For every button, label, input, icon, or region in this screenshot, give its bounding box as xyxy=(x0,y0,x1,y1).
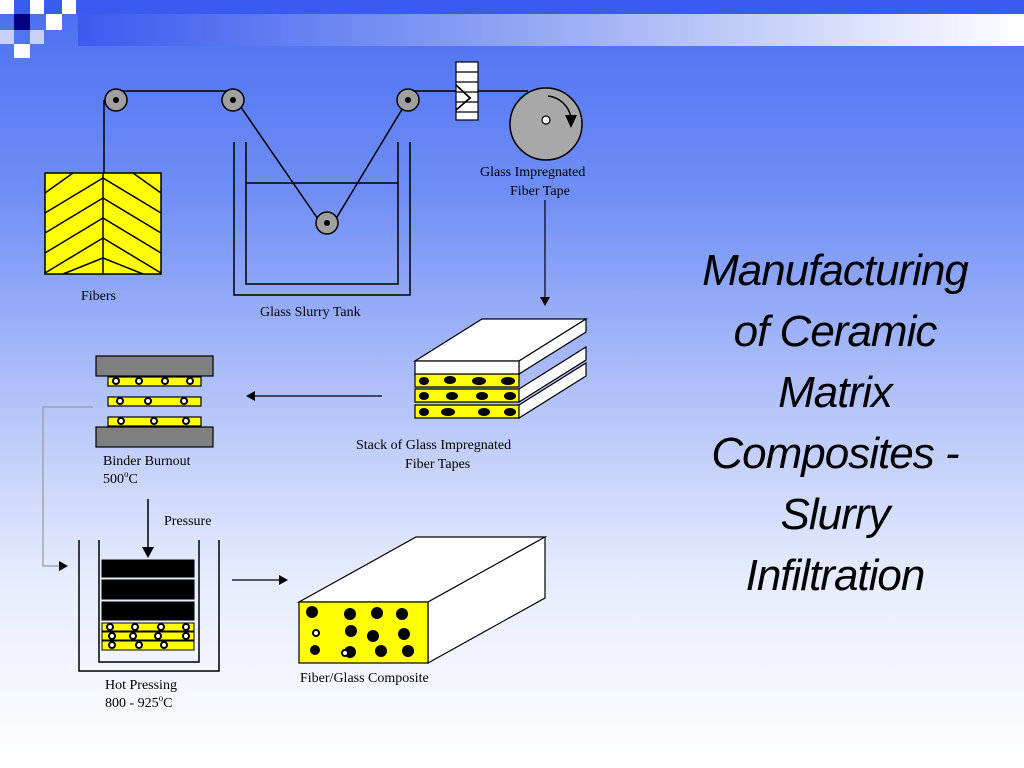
tape-stack xyxy=(412,317,589,420)
roller-2 xyxy=(221,88,245,112)
connector-burnout-to-hotpress xyxy=(42,406,93,571)
roller-in-tank xyxy=(315,211,339,235)
hot-press-label-line1: Hot Pressing xyxy=(105,678,177,693)
title-line-4: Composites - xyxy=(711,429,959,478)
header-band xyxy=(0,0,1024,14)
burnout-temp-label: 500oC xyxy=(103,469,138,487)
corner-squares-decoration xyxy=(0,0,76,58)
tape-guide xyxy=(455,61,479,121)
title-line-2: of Ceramic xyxy=(733,307,938,356)
stack-label-line2: Fiber Tapes xyxy=(405,457,470,472)
burnout-press xyxy=(95,355,214,448)
burnout-label-line1: Binder Burnout xyxy=(103,454,191,469)
title-line-3: Matrix xyxy=(778,368,893,417)
fibers-spool xyxy=(44,172,162,275)
hot-press-temp: 800 - 925 xyxy=(105,696,159,711)
tape-label-line1: Glass Impregnated xyxy=(480,165,585,180)
fibers-label: Fibers xyxy=(81,289,116,304)
header-gradient-bar xyxy=(78,14,1024,46)
composite-fibers xyxy=(306,606,414,658)
burnout-unit: C xyxy=(129,472,138,487)
title-line-5: Slurry xyxy=(780,490,891,539)
arrow-to-stack xyxy=(540,200,550,306)
take-up-reel xyxy=(509,87,583,161)
hot-press-contents xyxy=(101,559,195,651)
burnout-degree: o xyxy=(124,469,129,479)
hot-press-fibers xyxy=(106,623,190,649)
hot-press-unit: C xyxy=(163,696,172,711)
title-line-6: Infiltration xyxy=(745,551,926,600)
slide-title: Manufacturing of Ceramic Matrix Composit… xyxy=(660,240,1010,606)
roller-3 xyxy=(396,88,420,112)
burnout-temp: 500 xyxy=(103,472,124,487)
arrow-to-composite xyxy=(232,575,288,585)
pressure-label: Pressure xyxy=(164,514,211,529)
tape-stack-fibers xyxy=(419,376,516,416)
roller-1 xyxy=(104,88,128,112)
pressure-arrow xyxy=(142,499,154,558)
composite-fibers-hollow xyxy=(312,629,349,657)
tape-label-line2: Fiber Tape xyxy=(510,184,570,199)
composite-label: Fiber/Glass Composite xyxy=(300,671,429,686)
hot-press-die xyxy=(78,540,220,672)
title-line-1: Manufacturing xyxy=(702,246,969,295)
stack-label-line1: Stack of Glass Impregnated xyxy=(356,438,511,453)
arrow-to-burnout xyxy=(246,391,382,401)
slurry-tank-label: Glass Slurry Tank xyxy=(260,305,361,320)
slurry-tank xyxy=(233,142,411,296)
hot-press-temp-label: 800 - 925oC xyxy=(105,693,173,711)
fiber-strand xyxy=(103,90,549,223)
composite-block xyxy=(296,535,548,665)
hot-press-degree: o xyxy=(159,693,164,703)
burnout-fibers xyxy=(112,377,194,425)
